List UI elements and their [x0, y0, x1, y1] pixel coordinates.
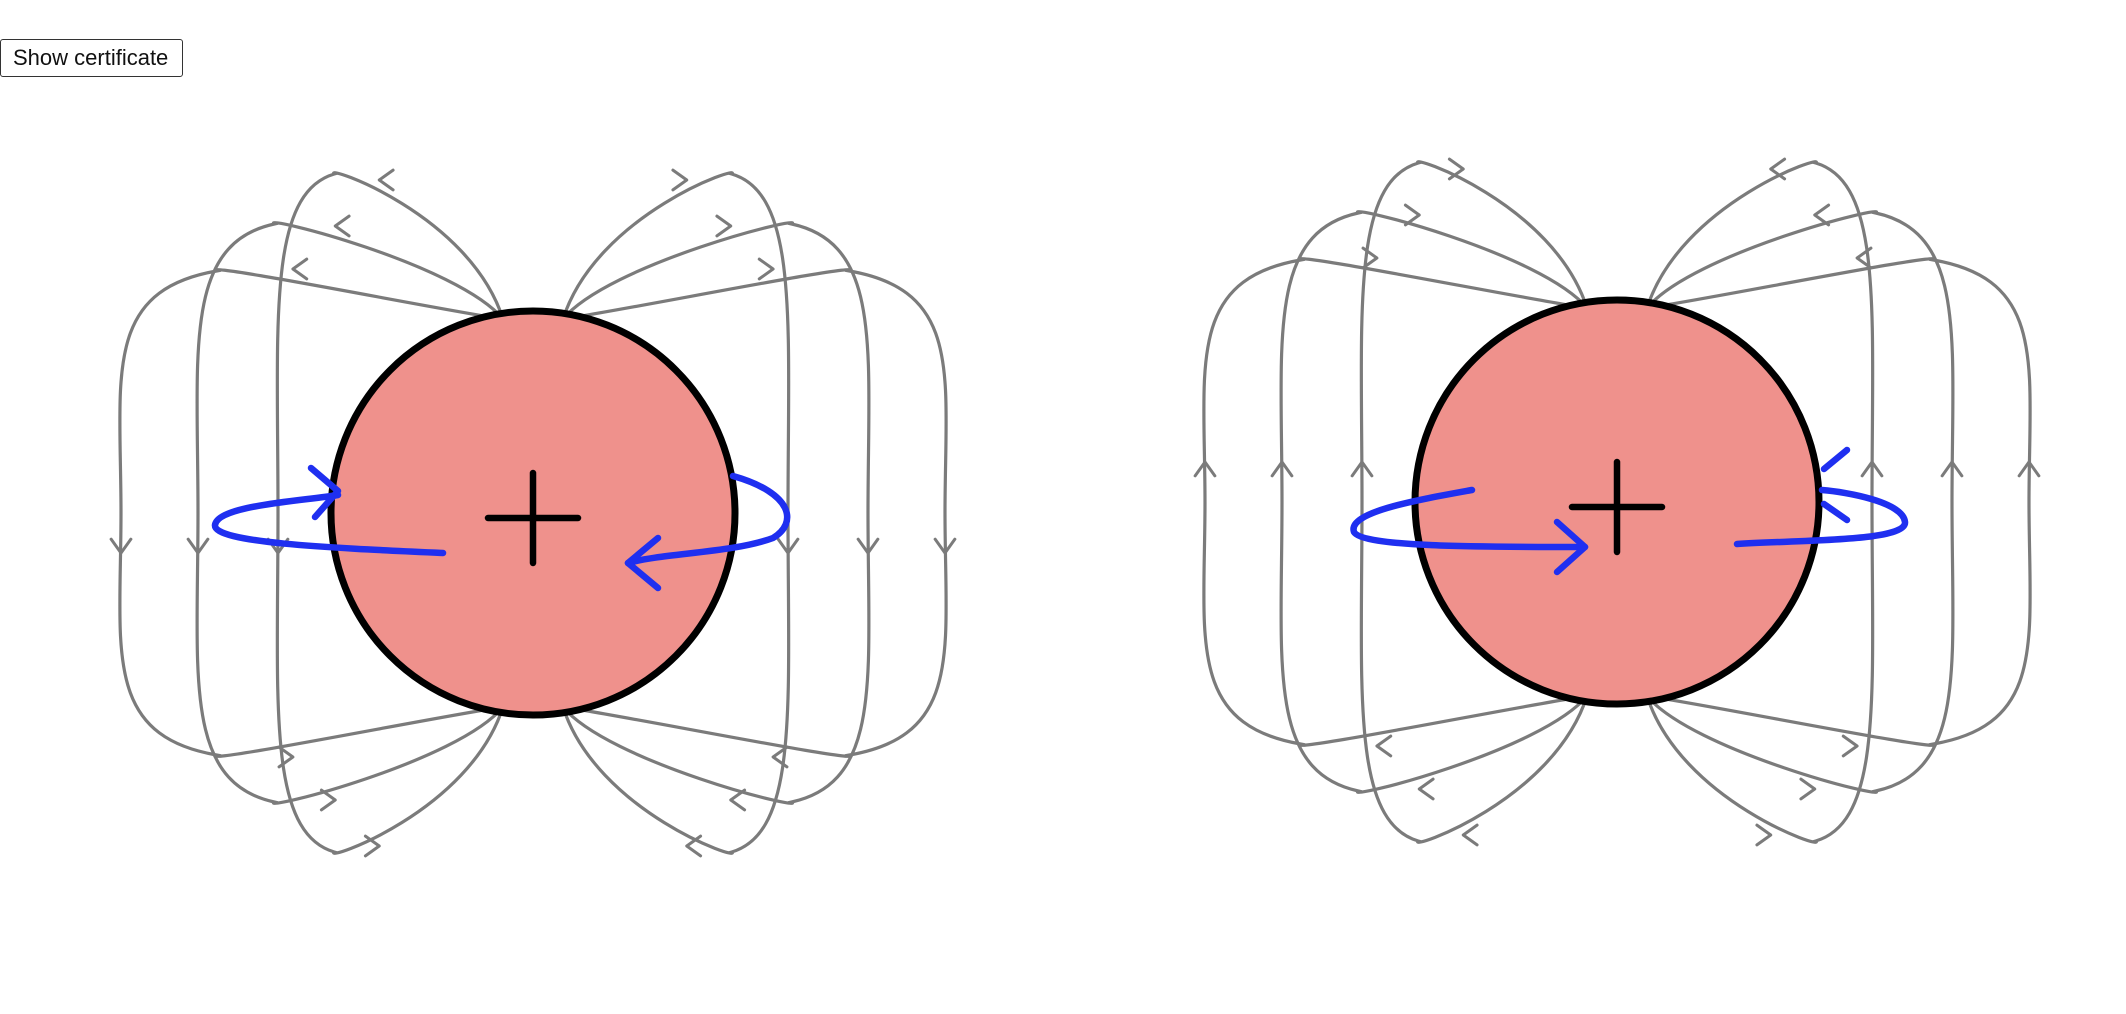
field-line-arrowhead [1940, 460, 1964, 478]
field-line [1202, 257, 1588, 747]
field-line-arrowhead [377, 168, 395, 192]
field-line-arrowhead [671, 168, 689, 192]
field-line-arrowhead [1350, 460, 1374, 478]
field-line-arrowhead [319, 788, 337, 812]
field-line-arrowhead [1403, 203, 1421, 227]
field-line-arrowhead [1447, 157, 1465, 181]
spin-arrowhead-left [1553, 518, 1589, 576]
field-line-arrowhead [1860, 460, 1884, 478]
field-line-arrowhead [1769, 157, 1787, 181]
spin-arrow-left [1350, 486, 1589, 551]
field-line-arrowhead [776, 537, 800, 555]
right-nucleus-figure [1193, 157, 2041, 847]
field-line [275, 171, 505, 855]
field-line-arrowhead [933, 537, 957, 555]
field-line-arrowhead [1799, 777, 1817, 801]
field-line [562, 268, 948, 758]
field-line-arrowhead [186, 537, 210, 555]
field-line [561, 221, 871, 805]
field-line-arrowhead [729, 788, 747, 812]
field-line [1279, 210, 1589, 794]
spin-arrowhead-left [307, 464, 342, 521]
spin-arrow-right [1733, 486, 1909, 548]
field-line-arrowhead [771, 745, 789, 769]
field-line-arrowhead [685, 834, 703, 858]
field-line [1645, 210, 1955, 794]
field-line-arrowhead [1193, 460, 1217, 478]
field-line-arrowhead [333, 214, 351, 238]
field-line-arrowhead [109, 537, 133, 555]
field-line-arrowhead [2017, 460, 2041, 478]
field-line-arrowhead [291, 257, 309, 281]
field-line [195, 221, 505, 805]
field-line-arrowhead [1813, 203, 1831, 227]
field-line-arrowhead [363, 834, 381, 858]
field-line [1359, 160, 1589, 844]
show-certificate-button[interactable]: Show certificate [0, 39, 184, 77]
field-line [118, 268, 504, 758]
spin-arrowhead-right [1820, 446, 1851, 524]
field-line [1646, 257, 2032, 747]
field-line-arrowhead [757, 257, 775, 281]
field-line-arrowhead [1461, 823, 1479, 847]
spin-arrowhead-right [624, 534, 662, 592]
field-line-arrowhead [1855, 246, 1873, 270]
spin-arrow-left [211, 491, 447, 557]
field-line-arrowhead [1270, 460, 1294, 478]
left-nucleus-figure [109, 168, 957, 858]
field-line-arrowhead [1417, 777, 1435, 801]
spin-arrow-right [624, 472, 791, 567]
field-line-arrowhead [277, 745, 295, 769]
field-line-arrowhead [1375, 734, 1393, 758]
field-line-arrowhead [856, 537, 880, 555]
field-line-arrowhead [1361, 246, 1379, 270]
field-line-arrowhead [1755, 823, 1773, 847]
field-line-arrowhead [715, 214, 733, 238]
field-line-arrowhead [1841, 734, 1859, 758]
